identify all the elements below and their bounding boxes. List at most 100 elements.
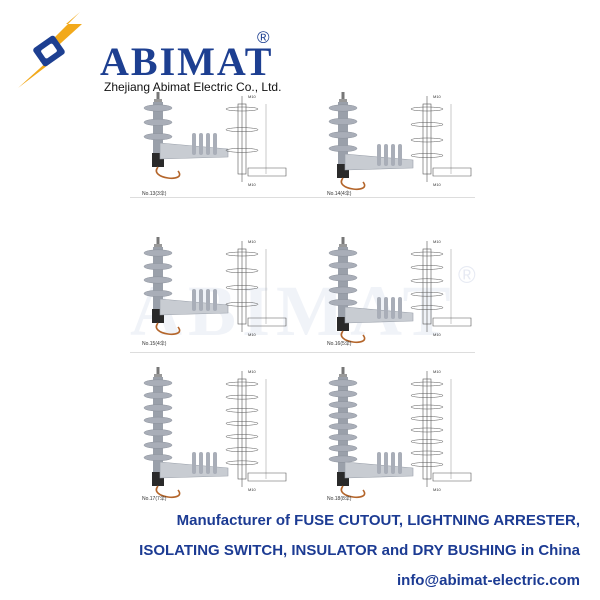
- terminal-nut: [154, 374, 162, 377]
- registered-mark: ®: [257, 28, 270, 47]
- insulator-shed: [328, 299, 358, 307]
- drawing-shed: [225, 148, 259, 153]
- drawing-shed: [225, 268, 259, 273]
- bottom-thread-label: M10: [433, 182, 442, 187]
- row-separator: [130, 197, 475, 198]
- insulator-shed: [328, 249, 358, 257]
- drawing-shed: [225, 408, 259, 413]
- drawing-body: [422, 103, 432, 175]
- top-thread-label: M10: [248, 94, 257, 99]
- drawing-shed: [410, 251, 444, 257]
- footer-line-1: Manufacturer of FUSE CUTOUT, LIGHTNING A…: [176, 512, 580, 529]
- model-label: No.16(5伞): [327, 341, 352, 347]
- terminal-stud: [341, 367, 345, 379]
- drawing-shed: [410, 305, 444, 310]
- bottom-thread-label: M10: [433, 487, 442, 492]
- drawing-shed: [225, 106, 259, 112]
- insulator-shed: [328, 261, 358, 269]
- insulator-shed: [143, 118, 173, 126]
- bracket-fin: [377, 452, 381, 474]
- terminal-stud: [156, 237, 160, 249]
- contact-email[interactable]: info@abimat-electric.com: [396, 572, 580, 589]
- row-separator: [130, 352, 475, 353]
- footer-line-2: ISOLATING SWITCH, INSULATOR and DRY BUSH…: [139, 542, 580, 559]
- terminal-stud: [156, 92, 160, 104]
- bracket-fin: [377, 297, 381, 319]
- drawing-shed: [410, 106, 444, 112]
- insulator-shed: [328, 379, 358, 387]
- company-name: Zhejiang Abimat Electric Co., Ltd.: [104, 80, 282, 94]
- drawing-shed: [410, 439, 444, 444]
- bracket-fin: [398, 452, 402, 474]
- brand-name: ABIMAT: [100, 39, 274, 84]
- drawing-shed: [225, 127, 259, 132]
- drawing-shed: [225, 434, 259, 439]
- bracket-fin: [206, 133, 210, 155]
- drawing-shed: [410, 416, 444, 421]
- bracket-fin: [398, 144, 402, 166]
- bracket-fin: [206, 289, 210, 311]
- ground-wire: [340, 330, 366, 344]
- insulator-shed: [143, 454, 173, 462]
- insulator-shed: [328, 118, 358, 125]
- bracket-fin: [199, 289, 203, 311]
- insulator-shed: [143, 263, 173, 270]
- bracket-fin: [213, 133, 217, 155]
- lightning-bolt-logo-icon: [18, 12, 82, 88]
- drawing-shed: [410, 393, 444, 398]
- insulator-shed: [328, 274, 358, 282]
- bracket-fin: [384, 452, 388, 474]
- ground-wire: [155, 322, 181, 336]
- drawing-body: [237, 378, 247, 480]
- terminal-stud: [341, 92, 345, 104]
- ground-wire: [155, 485, 181, 499]
- drawing-shed: [410, 291, 444, 297]
- insulator-shed: [143, 404, 173, 412]
- bracket-fin: [391, 144, 395, 166]
- insulator-shed: [143, 290, 173, 297]
- drawing-shed: [410, 265, 444, 270]
- drawing-bracket: [247, 472, 287, 482]
- bracket-fin: [377, 144, 381, 166]
- insulator-shed: [328, 390, 358, 398]
- bracket-fin: [398, 297, 402, 319]
- insulator-shed: [328, 131, 358, 139]
- insulator-shed: [328, 444, 358, 452]
- drawing-shed: [225, 251, 259, 257]
- terminal-nut: [339, 374, 347, 377]
- drawing-shed: [410, 122, 444, 127]
- drawing-shed: [225, 460, 259, 466]
- model-label: No.18(8伞): [327, 496, 352, 502]
- insulator-shed: [328, 423, 358, 430]
- drawing-shed: [410, 153, 444, 158]
- insulator-shed: [143, 416, 173, 424]
- bracket-fin: [384, 297, 388, 319]
- drawing-bracket: [432, 472, 472, 482]
- drawing-shed: [410, 462, 444, 467]
- bracket-fin: [391, 452, 395, 474]
- drawing-shed: [225, 394, 259, 400]
- drawing-shed: [410, 137, 444, 143]
- bottom-thread-label: M10: [248, 182, 257, 187]
- drawing-bracket: [432, 317, 472, 327]
- drawing-body: [237, 103, 247, 175]
- drawing-body: [237, 248, 247, 325]
- drawing-shed: [225, 421, 259, 426]
- drawing-shed: [225, 381, 259, 387]
- drawing-body: [422, 378, 432, 480]
- drawing-shed: [410, 404, 444, 410]
- insulator-shed: [143, 104, 173, 112]
- company-logo: ABIMAT ® Zhejiang Abimat Electric Co., L…: [12, 10, 282, 94]
- insulator-shed: [143, 379, 173, 387]
- insulator-shed: [143, 391, 173, 399]
